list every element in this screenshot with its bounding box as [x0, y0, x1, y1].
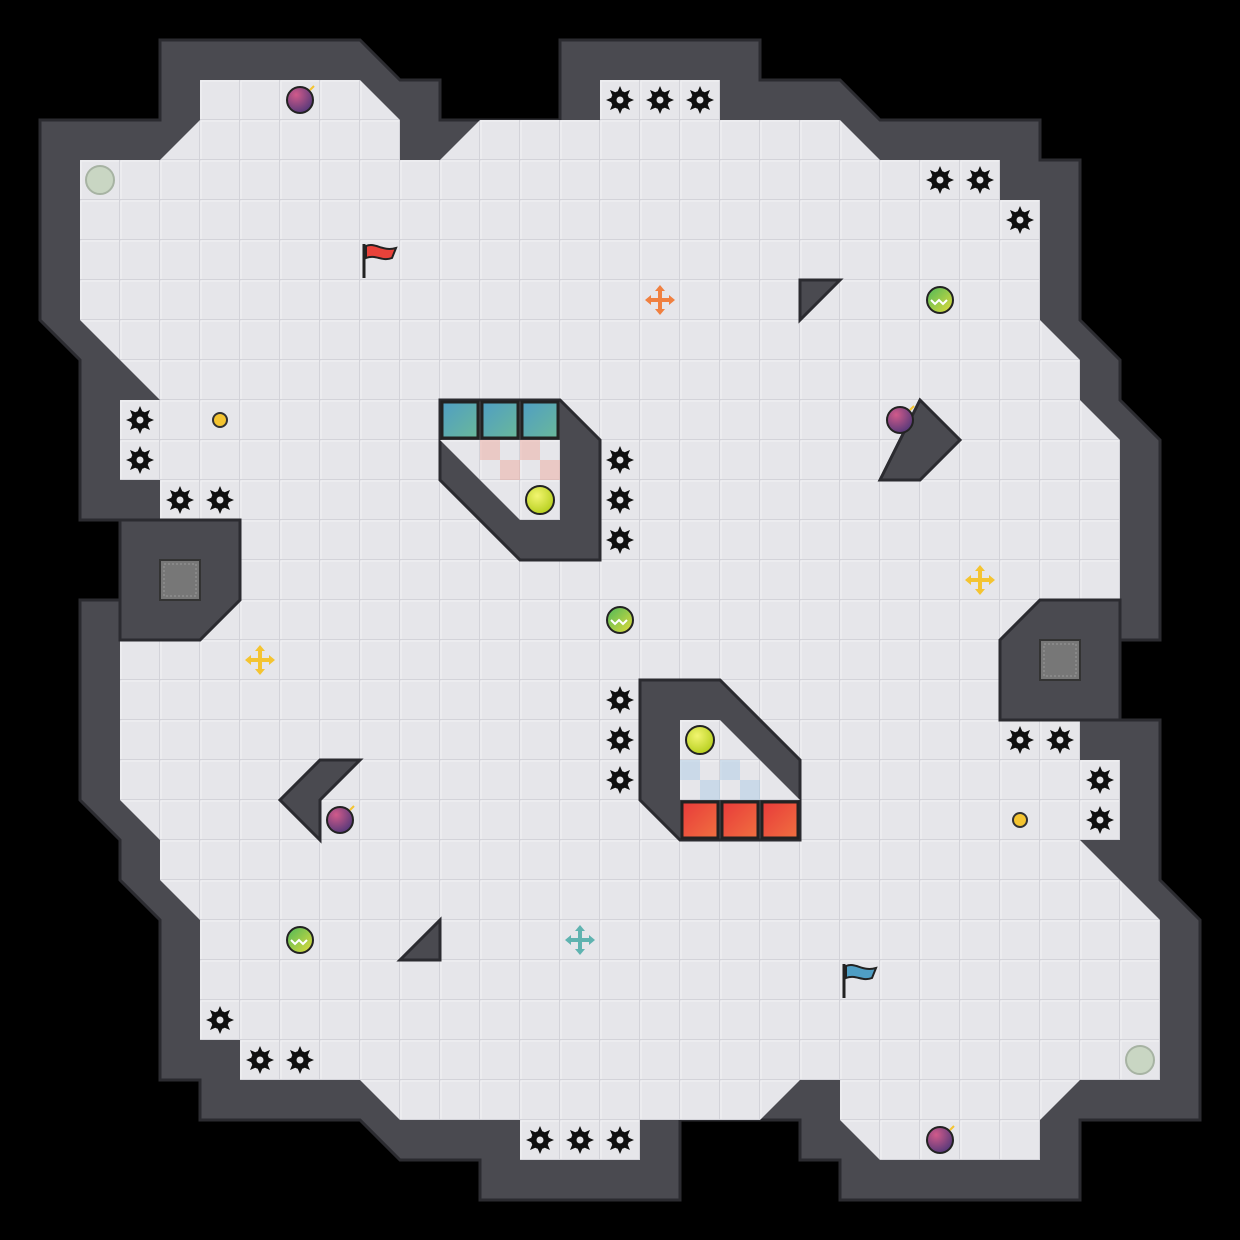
- spike-icon: [606, 86, 634, 114]
- spike-icon: [166, 486, 194, 514]
- spike-icon: [686, 86, 714, 114]
- wall-wedge: [798, 278, 844, 324]
- spike-icon: [926, 166, 954, 194]
- blue-box: [440, 400, 480, 440]
- bomb-icon[interactable]: [326, 805, 355, 834]
- blue-box: [520, 400, 560, 440]
- move-arrows-icon[interactable]: [965, 565, 995, 595]
- spike-icon: [126, 406, 154, 434]
- spike-icon: [606, 446, 634, 474]
- portal-grate[interactable]: [1039, 639, 1081, 681]
- spike-icon: [606, 686, 634, 714]
- red-box-row: [680, 800, 800, 840]
- red-box: [720, 800, 760, 840]
- portal-grate[interactable]: [159, 559, 201, 601]
- spike-icon: [606, 726, 634, 754]
- bomb-icon[interactable]: [886, 405, 915, 434]
- blue-box-row: [440, 400, 560, 440]
- move-arrows-icon[interactable]: [645, 285, 675, 315]
- spike-icon: [1046, 726, 1074, 754]
- spawn-point: [85, 165, 115, 195]
- wall-wedge: [396, 916, 442, 962]
- wall-wedge: [277, 758, 364, 844]
- spike-icon: [606, 766, 634, 794]
- spike-icon: [286, 1046, 314, 1074]
- coin[interactable]: [1012, 812, 1028, 828]
- spike-icon: [206, 1006, 234, 1034]
- blue-flag-icon[interactable]: [842, 964, 878, 998]
- coin[interactable]: [212, 412, 228, 428]
- spawn-point: [1125, 1045, 1155, 1075]
- yellow-ball[interactable]: [525, 485, 555, 515]
- blue-team-tiles: [680, 760, 760, 800]
- spike-icon: [1006, 206, 1034, 234]
- spike-icon: [246, 1046, 274, 1074]
- boost-pad-icon[interactable]: [606, 606, 634, 634]
- yellow-ball[interactable]: [685, 725, 715, 755]
- spike-icon: [646, 86, 674, 114]
- spike-icon: [1086, 806, 1114, 834]
- red-flag-icon[interactable]: [362, 244, 398, 278]
- move-arrows-icon[interactable]: [565, 925, 595, 955]
- spike-icon: [206, 486, 234, 514]
- spike-icon: [1006, 726, 1034, 754]
- blue-box: [480, 400, 520, 440]
- boost-pad-icon[interactable]: [286, 926, 314, 954]
- spike-icon: [606, 486, 634, 514]
- spike-icon: [566, 1126, 594, 1154]
- boost-pad-icon[interactable]: [926, 286, 954, 314]
- spike-icon: [126, 446, 154, 474]
- red-team-tiles: [480, 440, 560, 480]
- move-arrows-icon[interactable]: [245, 645, 275, 675]
- wall-wedge: [877, 397, 963, 482]
- bomb-icon[interactable]: [286, 85, 315, 114]
- spike-icon: [526, 1126, 554, 1154]
- spike-icon: [1086, 766, 1114, 794]
- red-box: [680, 800, 720, 840]
- spike-icon: [606, 1126, 634, 1154]
- red-box: [760, 800, 800, 840]
- spike-icon: [606, 526, 634, 554]
- spike-icon: [966, 166, 994, 194]
- bomb-icon[interactable]: [926, 1125, 955, 1154]
